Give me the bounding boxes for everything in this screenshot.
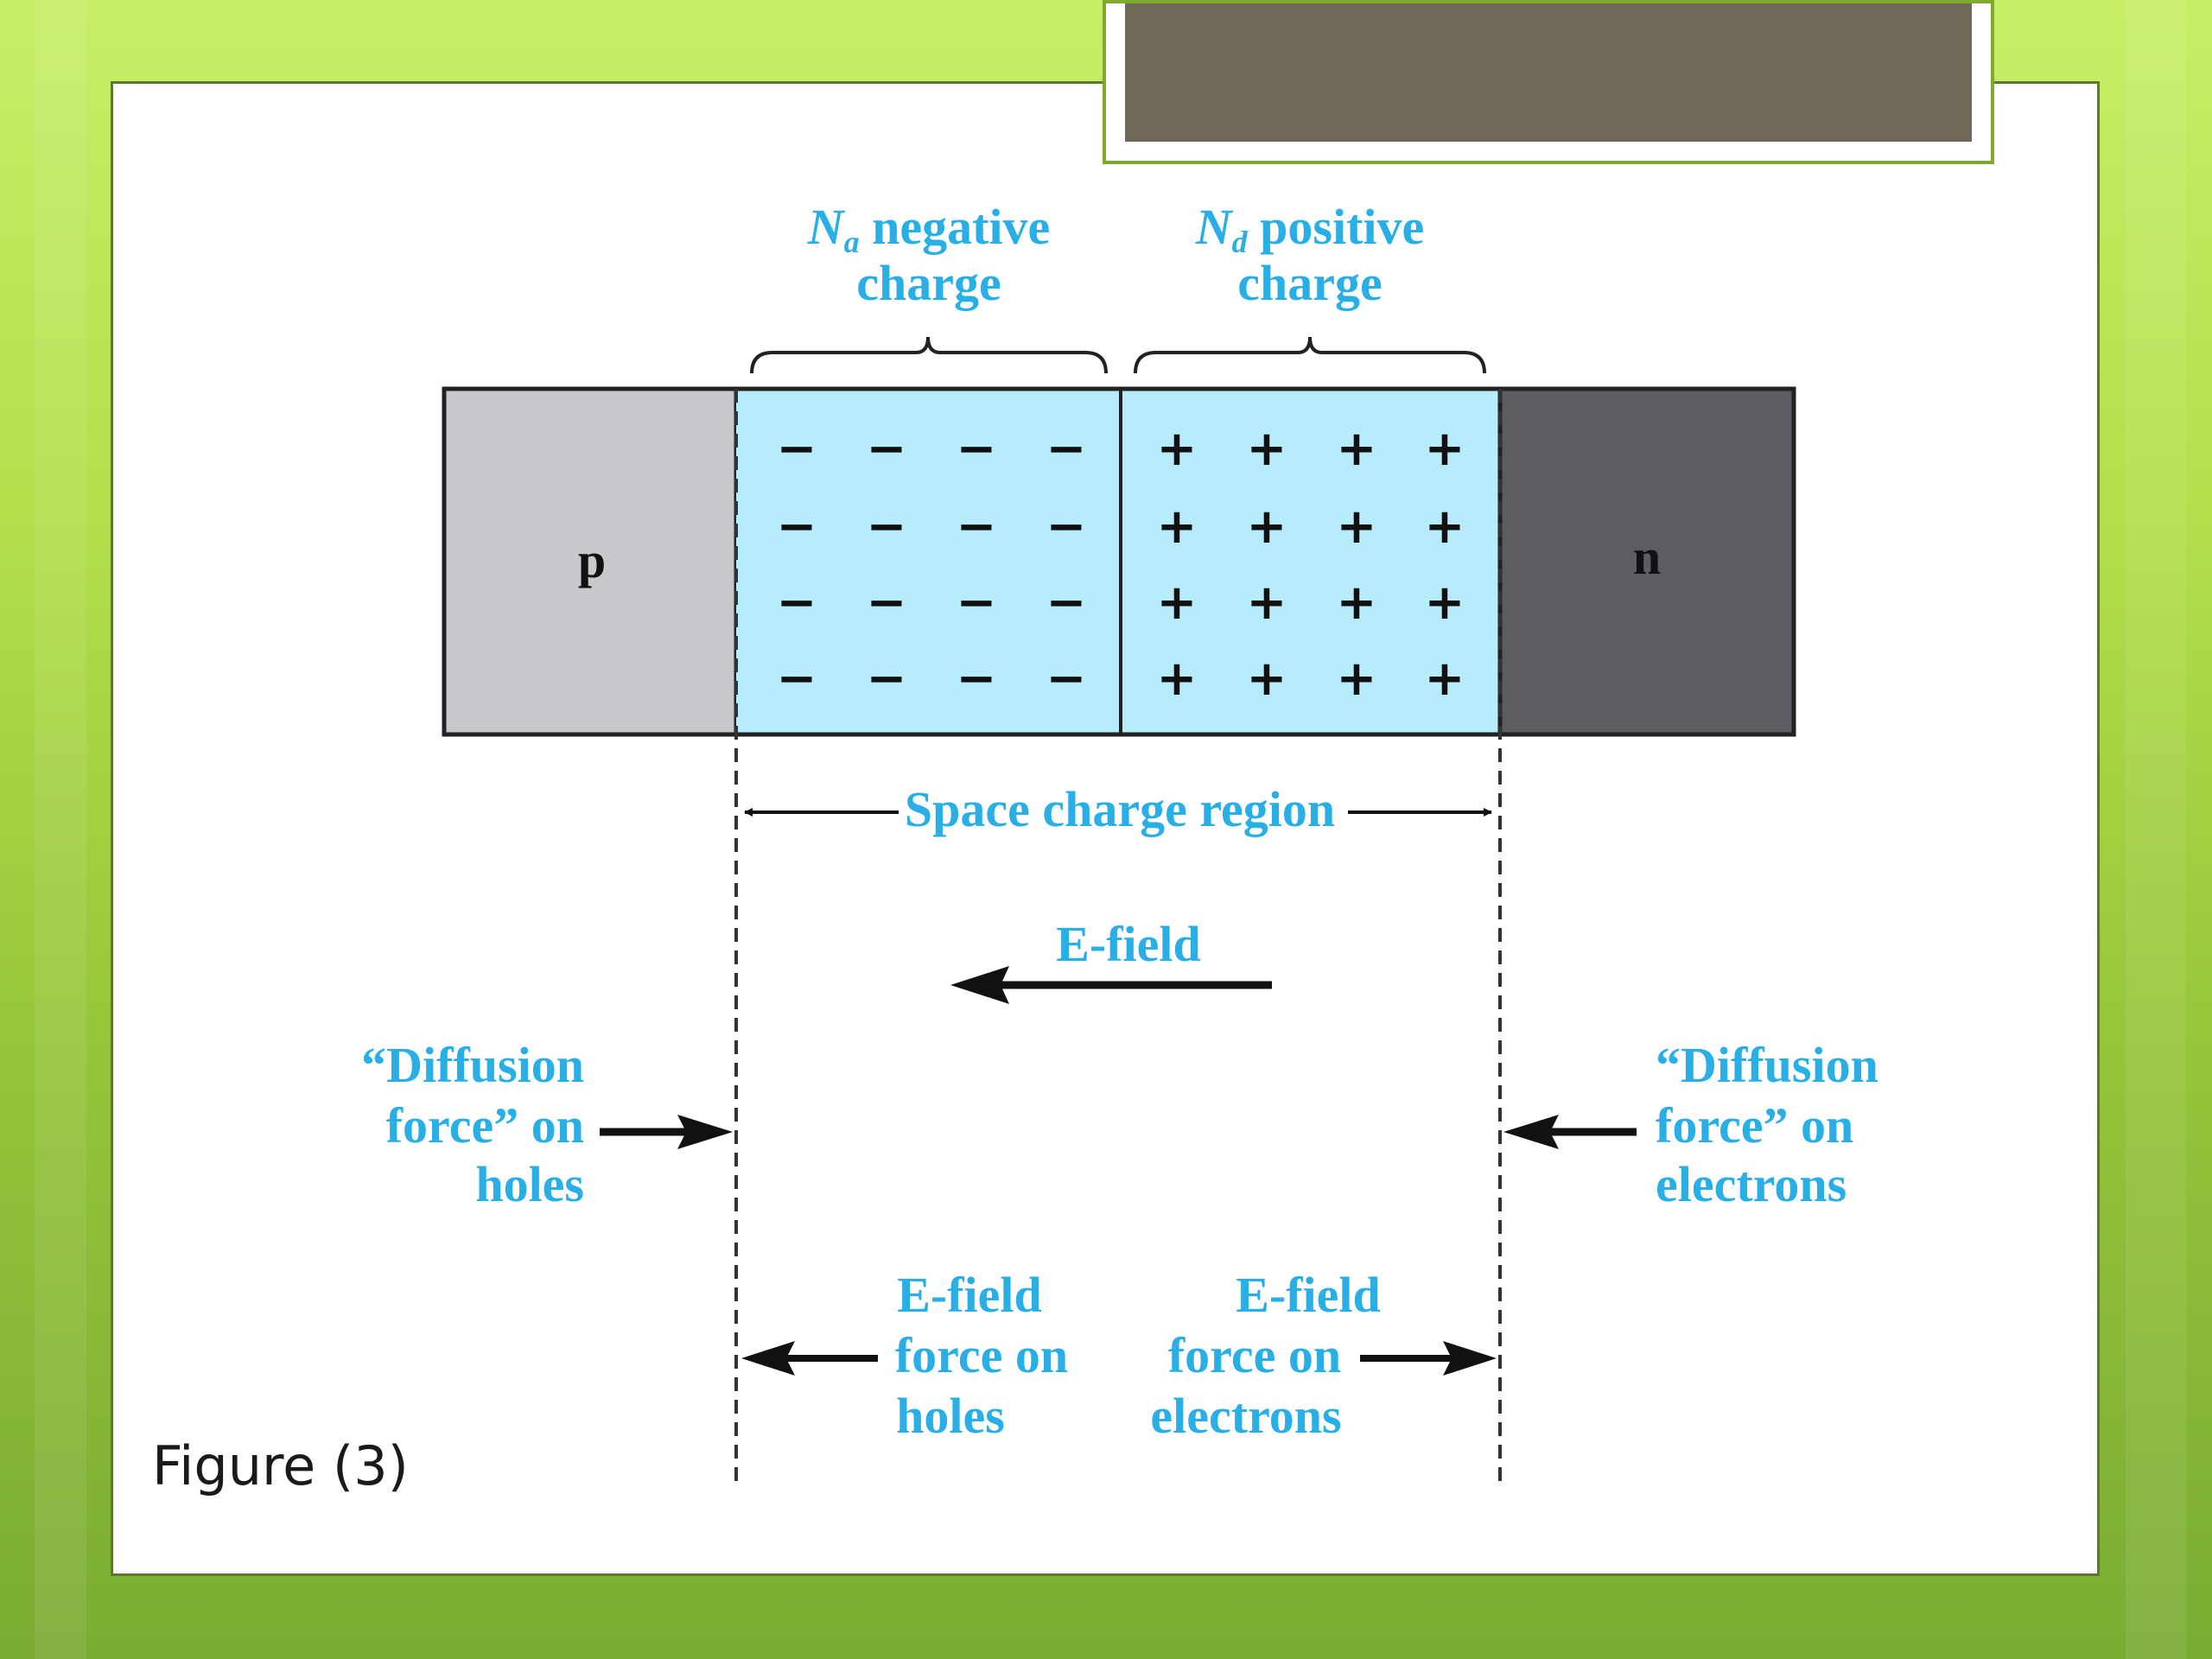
na-label-line2: charge xyxy=(856,255,1001,311)
na-label-line1: Na negative xyxy=(807,199,1051,259)
na-brace xyxy=(750,336,1108,374)
content-panel xyxy=(111,81,2100,1576)
positive-charge-sign: + xyxy=(1337,575,1377,631)
diffusion-holes-line2: force” on xyxy=(386,1097,584,1154)
background-stripe xyxy=(35,0,86,1659)
diffusion-electrons-line1: “Diffusion xyxy=(1656,1037,1878,1093)
diffusion-holes-line3: holes xyxy=(475,1156,584,1212)
positive-charge-sign: + xyxy=(1157,575,1198,631)
p-label: p xyxy=(578,532,606,588)
diffusion-holes-arrow-head xyxy=(677,1115,733,1149)
background-stripe xyxy=(2126,0,2186,1659)
negative-charge-sign: − xyxy=(1046,421,1087,477)
positive-charge-sign: + xyxy=(1425,651,1465,707)
efield-holes-line2: force on xyxy=(895,1327,1068,1383)
efield-holes-arrow-head xyxy=(741,1341,795,1376)
diffusion-holes-line1: “Diffusion xyxy=(361,1037,584,1093)
efield-arrow-head xyxy=(950,966,1009,1004)
negative-charge-sign: − xyxy=(957,421,997,477)
negative-charge-sign: − xyxy=(957,651,997,707)
diffusion-electrons-line2: force” on xyxy=(1656,1097,1853,1154)
negative-charge-sign: − xyxy=(777,421,817,477)
positive-charge-sign: + xyxy=(1425,499,1465,555)
n-label: n xyxy=(1633,529,1661,585)
negative-charge-sign: − xyxy=(867,499,907,555)
negative-charge-sign: − xyxy=(957,575,997,631)
negative-charge-sign: − xyxy=(957,499,997,555)
positive-charge-sign: + xyxy=(1247,421,1287,477)
negative-charges: −−−−−−−−−−−−−−−− xyxy=(777,421,1087,707)
efield-electrons-arrow-head xyxy=(1443,1341,1497,1376)
negative-charge-sign: − xyxy=(867,421,907,477)
efield-electrons-line3: electrons xyxy=(1150,1388,1341,1444)
positive-charge-sign: + xyxy=(1157,499,1198,555)
negative-charge-sign: − xyxy=(777,651,817,707)
positive-charge-sign: + xyxy=(1157,651,1198,707)
positive-charge-sign: + xyxy=(1247,499,1287,555)
efield-holes-line1: E-field xyxy=(897,1267,1042,1323)
space-charge-label: Space charge region xyxy=(905,781,1335,837)
negative-charge-sign: − xyxy=(1046,575,1087,631)
diffusion-electrons-line3: electrons xyxy=(1656,1156,1847,1212)
positive-charges: + + + + + + + + + + + + + + + + xyxy=(1157,421,1465,707)
efield-electrons-line1: E-field xyxy=(1236,1267,1381,1323)
positive-charge-sign: + xyxy=(1337,421,1377,477)
diffusion-electrons-arrow-head xyxy=(1503,1115,1559,1149)
title-bar xyxy=(1125,3,1972,142)
depletion-region xyxy=(736,389,1500,734)
n-region xyxy=(1497,386,1796,737)
negative-charge-sign: − xyxy=(1046,651,1087,707)
nd-label-line1: Nd positive xyxy=(1195,199,1425,259)
positive-charge-sign: + xyxy=(1425,421,1465,477)
positive-charge-sign: + xyxy=(1247,575,1287,631)
p-region xyxy=(442,386,739,737)
positive-charge-sign: + xyxy=(1337,651,1377,707)
positive-charge-sign: + xyxy=(1157,421,1198,477)
nd-brace xyxy=(1134,336,1486,374)
efield-holes-line3: holes xyxy=(896,1388,1005,1444)
title-placeholder xyxy=(1103,0,1994,164)
positive-charge-sign: + xyxy=(1337,499,1377,555)
negative-charge-sign: − xyxy=(867,651,907,707)
positive-charge-sign: + xyxy=(1247,651,1287,707)
efield-label: E-field xyxy=(1056,916,1201,972)
efield-electrons-line2: force on xyxy=(1168,1327,1341,1383)
figure-caption: Figure (3) xyxy=(152,1434,409,1497)
nd-label-line2: charge xyxy=(1237,255,1382,311)
negative-charge-sign: − xyxy=(1046,499,1087,555)
positive-charge-sign: + xyxy=(1425,575,1465,631)
negative-charge-sign: − xyxy=(777,499,817,555)
negative-charge-sign: − xyxy=(867,575,907,631)
negative-charge-sign: − xyxy=(777,575,817,631)
